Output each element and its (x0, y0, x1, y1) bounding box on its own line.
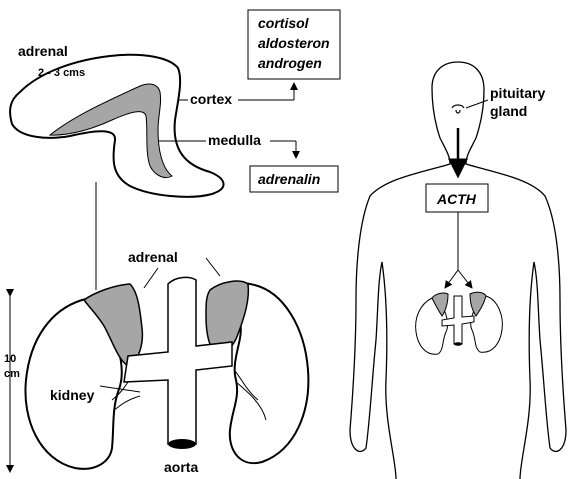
acth-arrow-left (445, 270, 458, 288)
hormone-androgen: androgen (258, 55, 322, 71)
small-aorta-opening (454, 342, 462, 346)
kidneys-aorta-view: adrenal kidney aorta (25, 249, 308, 475)
adrenal-label: adrenal (18, 43, 68, 59)
adrenal-size-label: 2 - 3 cms (38, 67, 85, 79)
medulla-label: medulla (208, 132, 261, 148)
adrenal-kidney-label: adrenal (128, 249, 178, 265)
adrenal-pointer-right (206, 258, 220, 276)
adrenal-pointer-left (144, 268, 158, 288)
kidney-label: kidney (50, 387, 95, 403)
pituitary-symbol (452, 105, 464, 113)
pituitary-label-line1: pituitary (490, 85, 545, 101)
hormone-cortisol: cortisol (258, 15, 310, 31)
body-silhouette: pituitary gland ACTH (350, 62, 566, 479)
cortex-label: cortex (190, 91, 232, 107)
aorta-opening (168, 439, 196, 449)
pituitary-pointer (466, 100, 488, 108)
aorta-label: aorta (164, 459, 198, 475)
acth-arrow-right (458, 270, 472, 288)
adrenal-enlarged: adrenal 2 - 3 cms cortex medulla (10, 43, 261, 197)
pituitary-label-line2: gland (490, 103, 527, 119)
hormone-adrenalin: adrenalin (258, 171, 320, 187)
height-unit: cm (4, 368, 20, 380)
hormone-aldosteron: aldosteron (258, 35, 330, 51)
acth-label: ACTH (436, 191, 477, 207)
height-value: 10 (4, 353, 16, 365)
